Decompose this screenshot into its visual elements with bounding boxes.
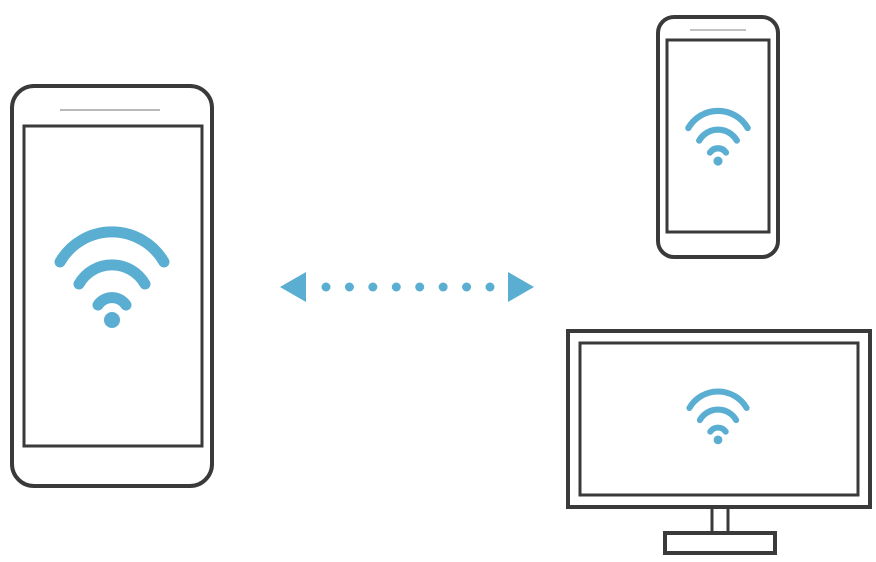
wifi-icon <box>686 388 750 445</box>
arrow-dot <box>415 282 425 292</box>
arrow-dot <box>438 282 448 292</box>
small-phone-screen <box>665 38 771 234</box>
arrow-dot <box>485 282 495 292</box>
small-phone <box>656 15 780 259</box>
monitor <box>566 329 872 555</box>
large-phone <box>10 84 214 488</box>
wifi-icon <box>685 107 751 166</box>
monitor-screen <box>578 341 860 497</box>
wifi-icon <box>54 226 170 328</box>
arrow-left-icon <box>280 272 306 302</box>
small-phone-body <box>656 15 780 259</box>
monitor-neck <box>710 505 730 535</box>
arrow-dot <box>391 282 401 292</box>
monitor-stand-base <box>663 531 777 555</box>
arrow-dots <box>321 282 495 292</box>
arrow-dot <box>462 282 472 292</box>
large-phone-body <box>10 84 214 488</box>
connection-arrow <box>280 272 534 302</box>
arrow-dot <box>368 282 378 292</box>
arrow-dot <box>344 282 354 292</box>
large-phone-screen <box>22 124 204 448</box>
arrow-right-icon <box>508 272 534 302</box>
arrow-dot <box>321 282 331 292</box>
monitor-frame <box>566 329 872 509</box>
